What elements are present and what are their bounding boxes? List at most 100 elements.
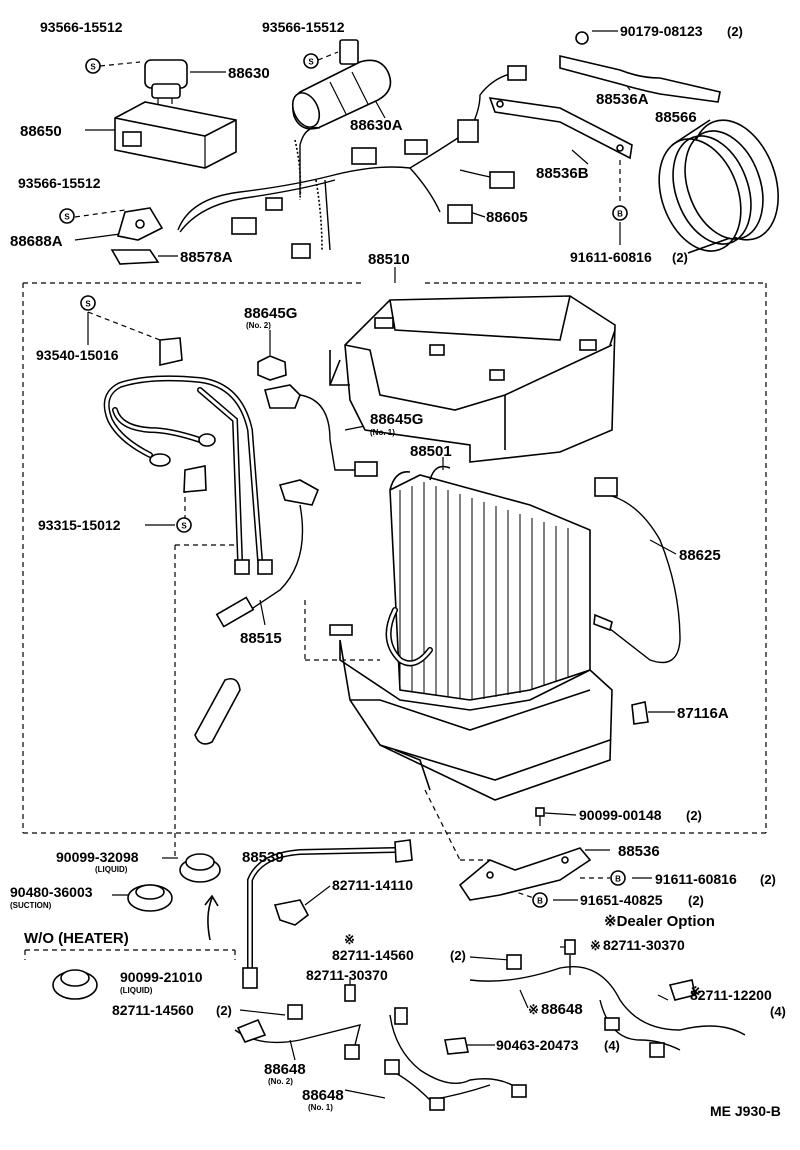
label-88539: 88539 [242,849,284,866]
label-88648-no2: 88648 [264,1061,306,1078]
symbol-s: S [181,522,187,531]
label-90099-32098-sub: (LIQUID) [95,865,128,874]
cooling-unit-lower-case [329,624,613,801]
evaporator-88501 [385,465,591,701]
label-88650: 88650 [20,123,62,140]
label-82711-30370-b: 82711-30370 [603,937,685,953]
label-82711-12200: 82711-12200 [690,987,772,1003]
label-88645g-no1-sub: (No. 1) [370,428,395,437]
label-82711-14560-a: 82711-14560 [332,947,414,963]
duct-88566 [658,119,779,254]
harness-88648-dealer [469,939,746,1058]
label-91611-60816-a: 91611-60816 [570,249,652,265]
symbols: S S S B S S B B [59,53,628,908]
label-93566-15512-b: 93566-15512 [262,19,345,35]
bracket-88536a [559,31,721,103]
pad-88578a [110,249,160,265]
label-90179-08123: 90179-08123 [620,23,703,39]
bracket-88536b [488,97,633,160]
label-90463-20473-qty: (4) [604,1038,620,1053]
label-88645g-no2-sub: (No. 2) [246,321,271,330]
symbol-s: S [90,63,96,72]
grommet-90480-36003 [127,884,173,912]
label-87116a: 87116A [677,705,729,722]
label-88501: 88501 [410,443,452,460]
wo-heater-label: W/O (HEATER) [24,930,129,947]
cooling-unit-housing [329,295,616,463]
label-91611-60816-b-qty: (2) [760,872,776,887]
label-88510: 88510 [368,251,410,268]
symbol-s: S [85,300,91,309]
label-88648-no1-sub: (No. 1) [308,1103,333,1112]
label-88630a: 88630A [350,117,403,134]
label-93540-15016: 93540-15016 [36,347,119,363]
label-91611-60816-b: 91611-60816 [655,871,737,887]
harness-88648-no2 [234,984,361,1060]
label-90179-08123-qty: (2) [727,24,743,39]
screw-90099-00148 [535,807,545,826]
star-mark: ※ [528,1002,539,1017]
label-88536b: 88536B [536,165,589,182]
label-88605: 88605 [486,209,528,226]
label-90099-21010-sub: (LIQUID) [120,986,153,995]
label-88688a: 88688A [10,233,63,250]
label-82711-14560-a-qty: (2) [450,948,466,963]
star-mark: ※ [590,938,601,953]
arrow [204,894,219,941]
label-88515: 88515 [240,630,282,647]
symbol-b: B [615,875,621,884]
grommet-90099-21010 [52,969,98,1000]
label-91651-40825: 91651-40825 [580,892,663,908]
symbol-s: S [64,213,70,222]
grommet-90099-32098 [179,853,221,883]
amplifier-88650 [114,101,237,169]
part-labels: 93566-15512 88630 93566-15512 88630A 886… [10,19,786,1119]
label-88648-no1: 88648 [302,1087,344,1104]
insulator [194,677,241,745]
relay-88630 [144,59,188,104]
pipe-88539 [242,839,413,989]
label-91611-60816-a-qty: (2) [672,250,688,265]
label-90099-32098: 90099-32098 [56,849,139,865]
label-90099-21010: 90099-21010 [120,969,203,985]
bracket-88688a [116,207,164,241]
part-drawings [52,31,779,1111]
label-88645g-no2: 88645G [244,305,297,322]
clamp-82711-14110 [273,899,310,926]
clip-87116a [631,701,649,725]
label-93566-15512-a: 93566-15512 [40,19,123,35]
piping-assembly [103,337,378,628]
diagram-id: ME J930-B [710,1103,781,1119]
label-90099-00148-qty: (2) [686,808,702,823]
label-82711-14560-b-qty: (2) [216,1003,232,1018]
label-88625: 88625 [679,547,721,564]
label-88566: 88566 [655,109,697,126]
symbol-b: B [537,897,543,906]
label-93566-15512-c: 93566-15512 [18,175,101,191]
label-88645g-no1: 88645G [370,411,423,428]
star-mark: ※ [690,984,701,999]
dealer-option-note: ※Dealer Option [604,913,715,930]
label-88578a: 88578A [180,249,233,266]
sensor-88625 [593,477,681,664]
label-91651-40825-qty: (2) [688,893,704,908]
label-82711-14560-b: 82711-14560 [112,1002,194,1018]
label-88648-dealer: 88648 [541,1001,583,1018]
label-93315-15012: 93315-15012 [38,517,121,533]
label-82711-12200-qty: (4) [770,1004,786,1019]
label-88648-no2-sub: (No. 2) [268,1077,293,1086]
symbol-s: S [308,58,314,67]
label-88630: 88630 [228,65,270,82]
relay-88630a [291,39,392,130]
label-90480-36003: 90480-36003 [10,884,93,900]
label-88536a: 88536A [596,91,649,108]
star-mark: ※ [344,932,355,947]
label-90463-20473: 90463-20473 [496,1037,579,1053]
harness-88648-no1 [384,1007,527,1111]
label-82711-14110: 82711-14110 [332,877,413,893]
label-88536: 88536 [618,843,660,860]
label-90099-00148: 90099-00148 [579,807,662,823]
harness-88605 [177,65,527,259]
label-82711-30370-a: 82711-30370 [306,967,388,983]
